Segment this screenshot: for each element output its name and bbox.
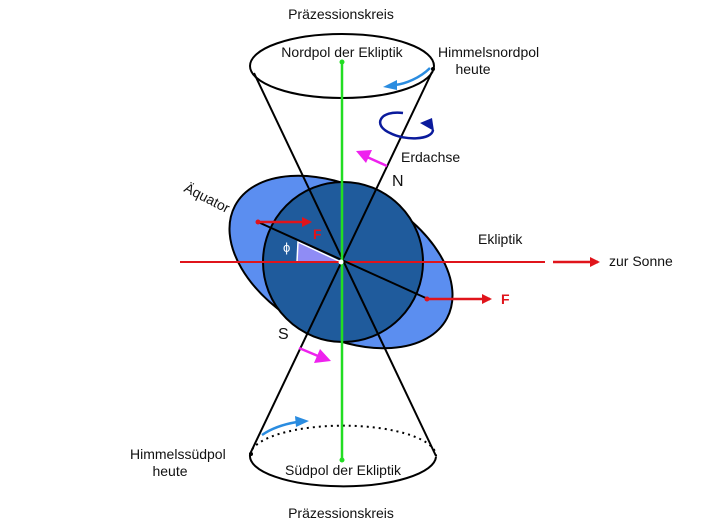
earth-axis-label: Erdachse xyxy=(401,149,460,165)
cone-line-1 xyxy=(253,72,437,457)
force-label-2: F xyxy=(501,291,510,307)
force-label-1: F xyxy=(313,226,322,242)
to-sun-label: zur Sonne xyxy=(609,253,673,269)
celestial-north-pole-dot xyxy=(431,67,435,71)
rotation-arrow-icon xyxy=(378,111,435,140)
earth-center-dot xyxy=(338,259,344,265)
celestial-north-pole-label: Himmelsnordpol xyxy=(438,44,539,60)
celestial-south-pole-today-label: heute xyxy=(152,463,187,479)
celestial-south-pole-dot xyxy=(249,452,253,456)
precession-circle-label-bottom: Präzessionskreis xyxy=(288,505,394,521)
equator-label: Äquator xyxy=(182,179,233,216)
south-ecliptic-pole-label: Südpol der Ekliptik xyxy=(285,462,402,478)
force-origin-2 xyxy=(424,296,430,302)
precession-circle-bottom-back xyxy=(249,424,438,458)
angle-phi-label: ϕ xyxy=(283,240,290,255)
south-ecliptic-pole-dot xyxy=(339,457,345,463)
celestial-north-pole-today-label: heute xyxy=(455,61,490,77)
precession-circle-bottom-front xyxy=(248,454,437,488)
precession-circle-label-top: Präzessionskreis xyxy=(288,6,394,22)
ecliptic-label: Ekliptik xyxy=(478,231,523,247)
north-ecliptic-pole-dot xyxy=(339,59,345,65)
north-label: N xyxy=(392,173,404,190)
precession-arrow-bottom xyxy=(261,416,309,437)
torque-arrow-south xyxy=(298,346,331,363)
north-ecliptic-pole-label: Nordpol der Ekliptik xyxy=(281,44,403,60)
south-label: S xyxy=(278,326,289,343)
precession-arrow-top xyxy=(383,67,431,90)
force-origin-1 xyxy=(255,219,261,225)
celestial-south-pole-label: Himmelssüdpol xyxy=(130,446,226,462)
torque-arrow-north xyxy=(356,150,388,168)
